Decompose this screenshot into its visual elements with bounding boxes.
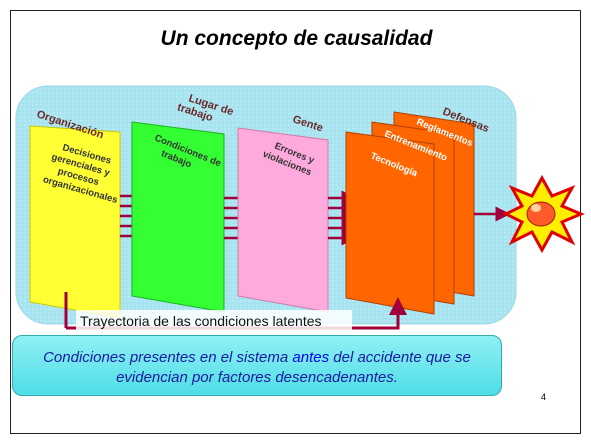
trajectory-label: Trayectoria de las condiciones latentes (80, 313, 322, 329)
panel-lugar-de-trabajo: Lugar de trabajo Condiciones de trabajo (131, 92, 235, 313)
explosion-icon (502, 174, 585, 254)
panel-gente: Gente Errores y violaciones (237, 113, 329, 313)
note-box: Condiciones presentes en el sistema ante… (12, 335, 502, 396)
note-text-emphasis: antes (292, 349, 330, 366)
trajectory-label-bg (76, 310, 352, 332)
panel-defensas: Defensas Reglamentos Entrenamiento Tecno… (345, 106, 491, 315)
slide-title: Un concepto de causalidad (160, 27, 433, 50)
panel-organizacion: Organización Decisiones gerenciales y pr… (29, 108, 121, 319)
page-number: 4 (541, 392, 547, 402)
note-text-line2: evidencian por factores desencadenantes. (116, 369, 398, 386)
note-text-part1: Condiciones presentes en el sistema (43, 349, 293, 366)
note-text-part2: del accidente que se (329, 349, 471, 366)
